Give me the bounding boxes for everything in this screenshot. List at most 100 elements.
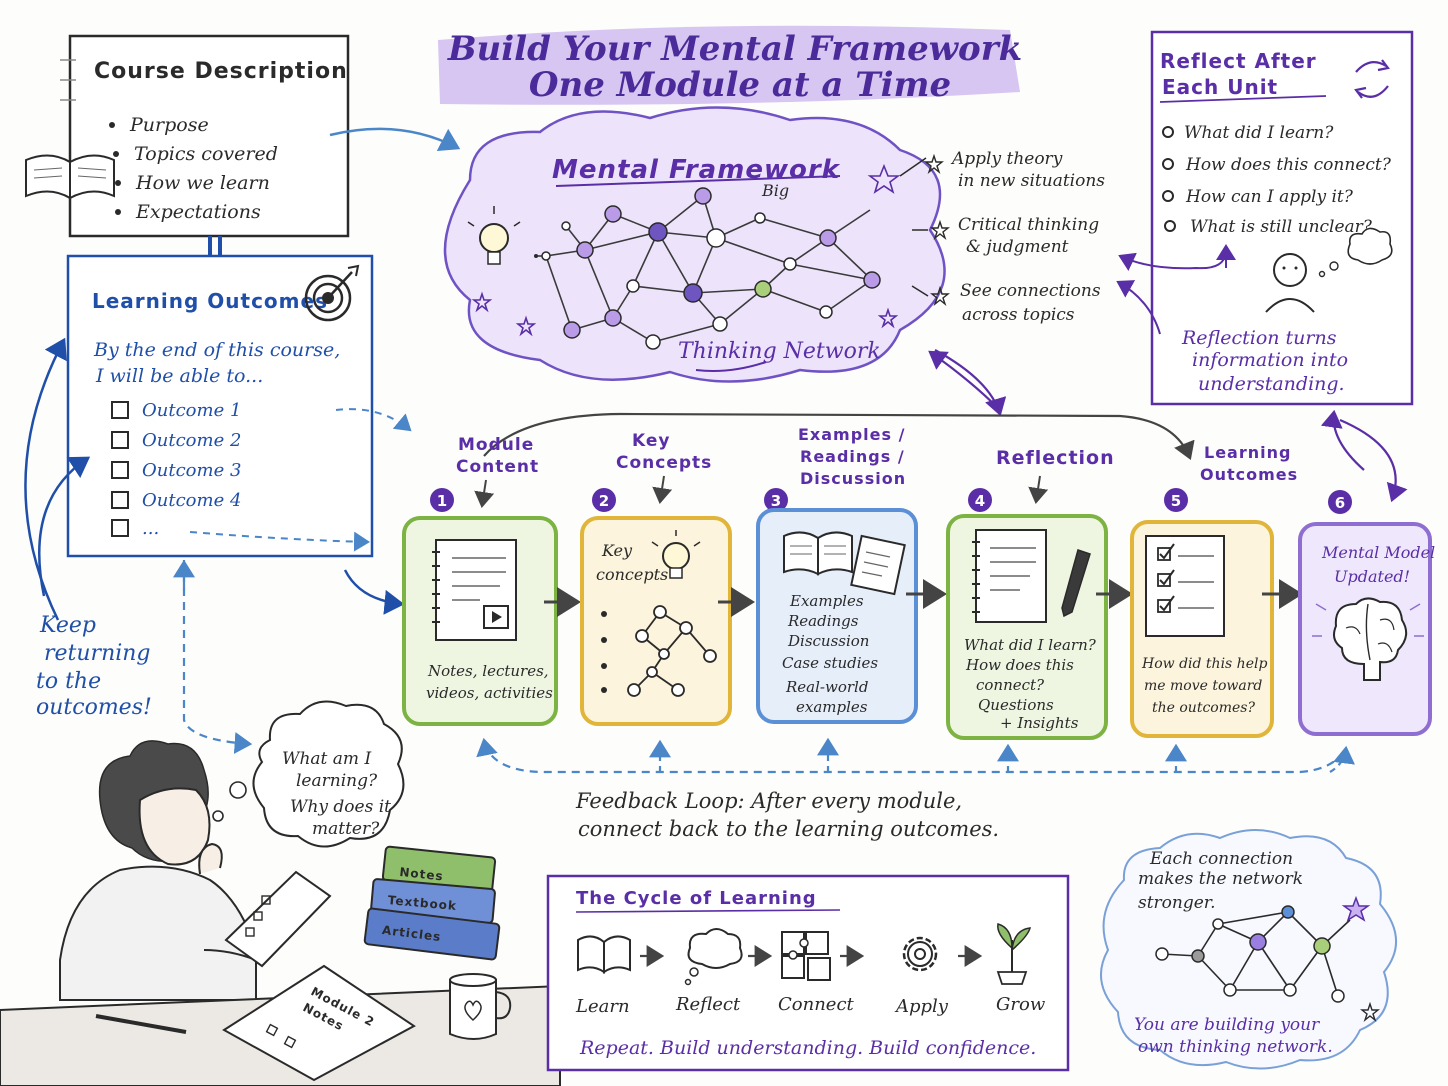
step-2-label: Key Concepts	[616, 431, 711, 504]
arrow-reflect-to-connections	[1116, 280, 1161, 335]
document-icon	[850, 534, 906, 596]
target-icon	[304, 264, 360, 322]
reflect-question: How does this connect?	[1185, 155, 1392, 175]
star-icon	[930, 219, 950, 241]
step-3-card[interactable]: Examples Readings Discussion Case studie…	[756, 508, 918, 724]
step-1-card[interactable]: Notes, lectures, videos, activities	[402, 516, 558, 726]
reflect-question: What is still unclear?	[1190, 217, 1373, 237]
reflect-heading-1: Reflect After	[1160, 49, 1317, 73]
cycle-stage: Grow	[996, 994, 1046, 1015]
network-cloud-top-line: makes the network	[1138, 869, 1303, 889]
student-thought-line: learning?	[296, 771, 378, 791]
thinking-network-nodes	[534, 187, 881, 350]
step-badge-number: 6	[1335, 494, 1345, 512]
reflect-question: What did I learn?	[1184, 123, 1334, 143]
student-thought-line: matter?	[312, 819, 380, 839]
benefit-text: Apply theory	[950, 149, 1063, 169]
step-5-card[interactable]: How did this help me move toward the out…	[1130, 520, 1274, 738]
cycle-stage: Connect	[778, 994, 855, 1015]
keep-returning-line: returning	[44, 641, 151, 666]
arrow-top-arc	[483, 412, 1195, 461]
gear-icon	[902, 936, 938, 972]
learning-outcomes-card: Learning Outcomes By the end of this cou…	[66, 254, 374, 558]
course-description-item: Topics covered	[134, 143, 278, 165]
step-body-text: How did this help	[1141, 656, 1267, 672]
step-badge-number: 3	[771, 492, 781, 510]
svg-text:Learning: Learning	[1204, 443, 1291, 462]
step-number-badges: 1 2 3 4 5 6	[430, 488, 1352, 514]
book-icon	[577, 935, 631, 974]
arrow-course-to-framework	[329, 127, 461, 152]
step-4-card[interactable]: What did I learn? How does this connect?…	[946, 514, 1108, 740]
book-label: Textbook	[387, 893, 457, 913]
outcome-checkbox[interactable]	[111, 491, 129, 509]
arrow-outcomes-to-step-1	[343, 569, 405, 615]
student-thought-line: What am I	[282, 749, 371, 769]
course-description-card: Course Description Purpose Topics covere…	[25, 34, 350, 262]
keep-returning-line: Keep	[39, 613, 96, 638]
step-badge-number: 2	[599, 492, 609, 510]
benefit-item: See connections across topics	[930, 281, 1101, 325]
cycle-stage: Apply	[894, 996, 949, 1017]
step-body-text: Readings	[787, 612, 859, 630]
step-body-text: me move toward	[1144, 678, 1262, 694]
outcome-item: Outcome 1	[142, 400, 241, 421]
step-body-text: Updated!	[1334, 567, 1410, 586]
outcome-checkbox[interactable]	[111, 461, 129, 479]
framework-benefits: Apply theory in new situations Critical …	[899, 149, 1105, 325]
benefit-text: & judgment	[966, 237, 1069, 257]
mini-network-nodes	[1155, 905, 1345, 1003]
reflect-note-line: Reflection turns	[1181, 327, 1337, 349]
key-concepts-inner-label: Key	[601, 541, 633, 560]
key-concepts-inner-label: concepts	[596, 565, 668, 584]
step-body-text: Discussion	[787, 632, 869, 650]
student-thought-line: Why does it	[290, 797, 391, 817]
keep-returning-note: Keep returning to the outcomes!	[36, 613, 152, 720]
step-body-text: + Insights	[1000, 714, 1079, 732]
step-badge	[1164, 488, 1188, 512]
step-body-text: videos, activities	[426, 684, 553, 702]
benefit-text: See connections	[960, 281, 1101, 301]
benefit-item: Apply theory in new situations	[924, 149, 1105, 191]
cloud-icon	[684, 928, 743, 986]
star-icon	[930, 285, 950, 307]
arrow-outcomes-to-student	[182, 560, 253, 754]
thinking-network-label: Thinking Network	[678, 339, 881, 364]
feedback-loop-arrow	[476, 737, 1345, 774]
step-badge	[1328, 490, 1352, 514]
reflect-card: Reflect After Each Unit What did I learn…	[1150, 30, 1414, 406]
feedback-loop-branch	[1329, 745, 1355, 773]
outcome-item: Outcome 4	[142, 490, 241, 511]
star-icon	[471, 163, 901, 337]
question-bullet	[1162, 190, 1174, 202]
notebook-video-icon	[432, 539, 517, 641]
benefit-text: across topics	[962, 305, 1075, 325]
network-cloud-bottom-line: own thinking network.	[1138, 1037, 1333, 1057]
book-label: Notes	[399, 865, 445, 884]
outcome-item: Outcome 2	[142, 430, 241, 451]
step-6-card[interactable]: Mental Model Updated!	[1298, 522, 1435, 736]
step-2-card[interactable]: Key concepts	[580, 516, 732, 726]
concept-map-icon	[627, 605, 717, 697]
mug-icon	[449, 973, 512, 1040]
svg-text:Key: Key	[632, 431, 671, 451]
cycle-of-learning-card: The Cycle of Learning	[546, 874, 1070, 1072]
reflect-question: How can I apply it?	[1185, 187, 1354, 207]
outcome-checkbox[interactable]	[111, 519, 129, 537]
articles-book	[363, 907, 501, 961]
step-body-text: What did I learn?	[964, 636, 1097, 654]
step-body-text: How does this	[965, 656, 1074, 674]
step-body-text: Examples	[789, 592, 864, 610]
notebook-pen-icon	[972, 529, 1091, 623]
outcome-checkbox[interactable]	[111, 431, 129, 449]
step-body-text: connect?	[976, 676, 1045, 694]
open-book-icon	[25, 154, 115, 200]
cycle-footer: Repeat. Build understanding. Build confi…	[579, 1037, 1036, 1059]
checklist-icon	[1145, 535, 1225, 637]
svg-text:Outcomes: Outcomes	[1200, 465, 1298, 484]
outcome-checkbox[interactable]	[111, 401, 129, 419]
sprout-icon	[996, 923, 1031, 985]
cycle-heading: The Cycle of Learning	[576, 888, 817, 909]
student-thought-cloud: What am I learning? Why does it matter?	[212, 700, 405, 848]
